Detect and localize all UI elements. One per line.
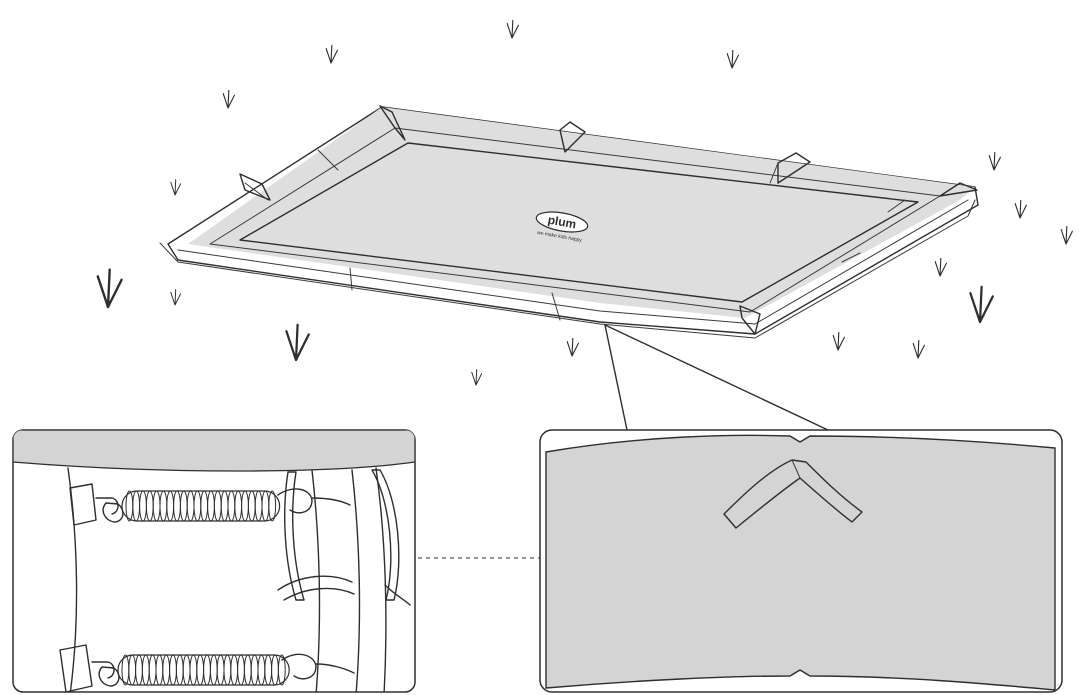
pad-joint-peaks [239,105,978,335]
frame-curve-b [351,469,361,692]
grass-tufts [96,19,1073,386]
frame-edge [159,199,976,339]
grass-tuft-icon [96,268,123,309]
grass-tuft-icon [170,179,182,196]
grass-tuft-icon [222,89,235,109]
jumping-mat [239,142,919,303]
grass-tuft-icon [1014,199,1027,219]
grass-tuft-icon [471,369,483,386]
grass-tuft-icon [285,323,310,362]
pad-tie-detail-panel [539,429,1063,693]
pad-seam-outer [177,199,969,325]
grass-tuft-icon [506,19,519,39]
callout-lines [604,324,829,431]
grass-tuft-icon [325,44,338,64]
tie-strap-icon [277,469,411,606]
tie-strap-icon [723,459,863,529]
logo-oval [535,211,589,233]
grass-tuft-icon [566,337,579,357]
spring-icon [59,644,355,692]
pad-seam-inner [209,127,941,313]
logo-brand-text: plum [547,213,578,232]
grass-tuft-icon [934,257,947,277]
grass-tuft-icon [912,339,925,359]
frame-curve-a [311,469,321,692]
pad-band [13,430,415,472]
spring-icon [69,483,351,526]
grass-tuft-icon [726,49,739,69]
grass-tuft-icon [832,331,845,351]
trampoline [159,105,979,339]
pad-closeup [545,434,1056,691]
spring-detail-panel [12,429,416,693]
pad-top-face [188,107,975,318]
grass-tuft-icon [1060,225,1073,245]
grass-tuft-icon [988,151,1001,171]
frame-curve-c [375,467,387,692]
grass-tuft-icon [170,289,182,306]
grass-tuft-icon [969,285,994,324]
